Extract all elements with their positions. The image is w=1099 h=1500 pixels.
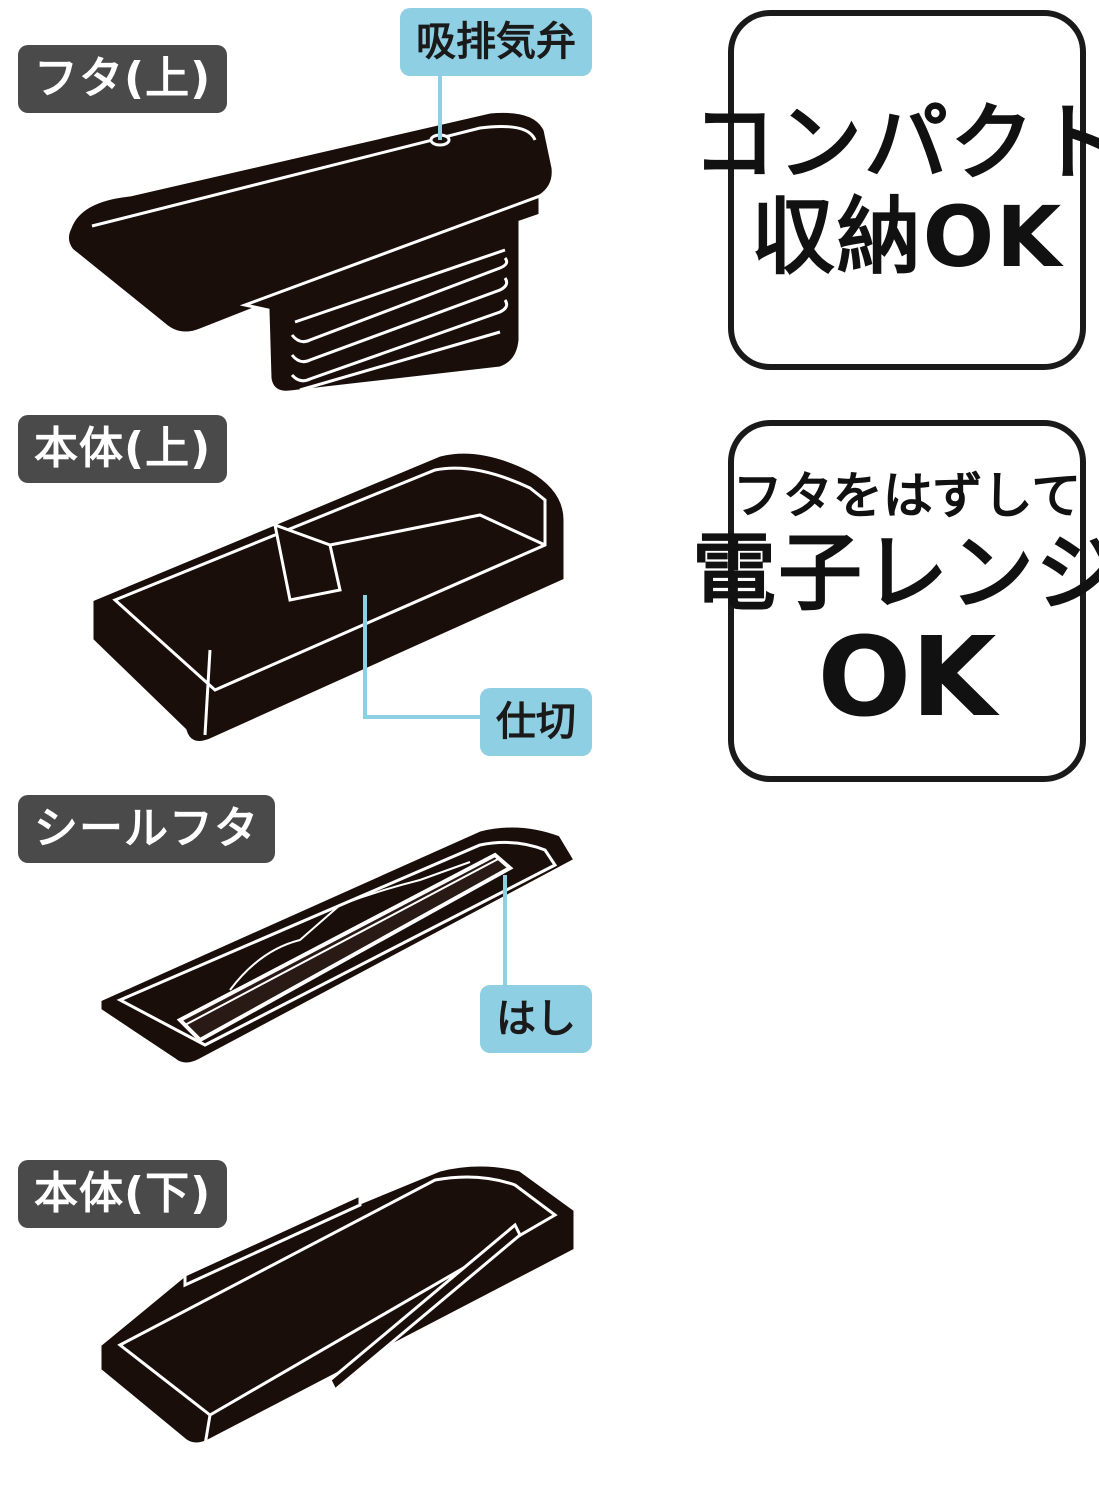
body-top-drawing bbox=[90, 450, 567, 744]
body-top-label: 本体(上) bbox=[18, 415, 228, 483]
microwave-line-2: 電子レンジ bbox=[692, 524, 1099, 623]
divider-leader-line bbox=[363, 595, 480, 719]
compact-storage-badge: コンパクト 収納OK bbox=[692, 10, 1099, 370]
compact-line-2: 収納OK bbox=[750, 188, 1064, 286]
lid-top-drawing bbox=[65, 109, 555, 394]
lid-top-label: フタ(上) bbox=[18, 45, 228, 113]
microwave-line-3: OK bbox=[817, 613, 997, 742]
seal-lid-drawing bbox=[98, 824, 578, 1066]
body-bottom-label: 本体(下) bbox=[18, 1160, 228, 1228]
seal-lid-label: シールフタ bbox=[18, 795, 275, 863]
microwave-ok-badge: フタをはずして 電子レンジ OK bbox=[692, 420, 1099, 782]
microwave-line-1: フタをはずして bbox=[732, 467, 1082, 526]
valve-callout: 吸排気弁 bbox=[400, 8, 592, 76]
divider-callout: 仕切 bbox=[480, 688, 592, 756]
compact-line-1: コンパクト bbox=[692, 93, 1099, 192]
body-bottom-drawing bbox=[98, 1163, 577, 1446]
chopsticks-callout: はし bbox=[480, 985, 592, 1053]
